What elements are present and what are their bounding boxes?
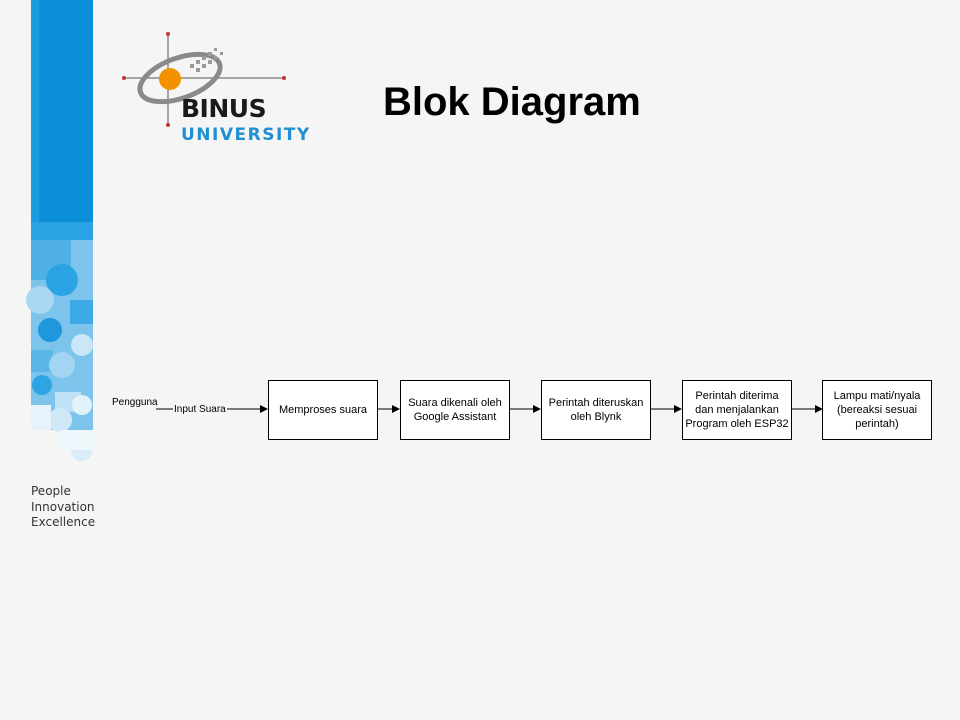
- binus-logo-icon: [122, 32, 286, 127]
- source-label-pengguna: Pengguna: [112, 397, 158, 408]
- decorative-pattern-strip: [26, 0, 93, 461]
- page-title: Blok Diagram: [383, 80, 641, 124]
- tagline-line-1: People: [31, 484, 71, 498]
- diagram-node-2: Suara dikenali oleh Google Assistant: [400, 380, 510, 440]
- diagram-node-1: Memproses suara: [268, 380, 378, 440]
- diagram-node-5: Lampu mati/nyala (bereaksi sesuai perint…: [822, 380, 932, 440]
- tagline-line-2: Innovation: [31, 499, 95, 514]
- edge-label-input-suara: Input Suara: [173, 404, 227, 415]
- tagline: People Innovation Excellence: [31, 484, 95, 531]
- logo-wordmark-university: UNIVERSITY: [181, 125, 311, 145]
- tagline-line-3: Excellence: [31, 515, 96, 529]
- diagram-node-4: Perintah diterima dan menjalankan Progra…: [682, 380, 792, 440]
- logo-wordmark-binus: BINUS: [181, 94, 267, 123]
- diagram-node-3: Perintah diteruskan oleh Blynk: [541, 380, 651, 440]
